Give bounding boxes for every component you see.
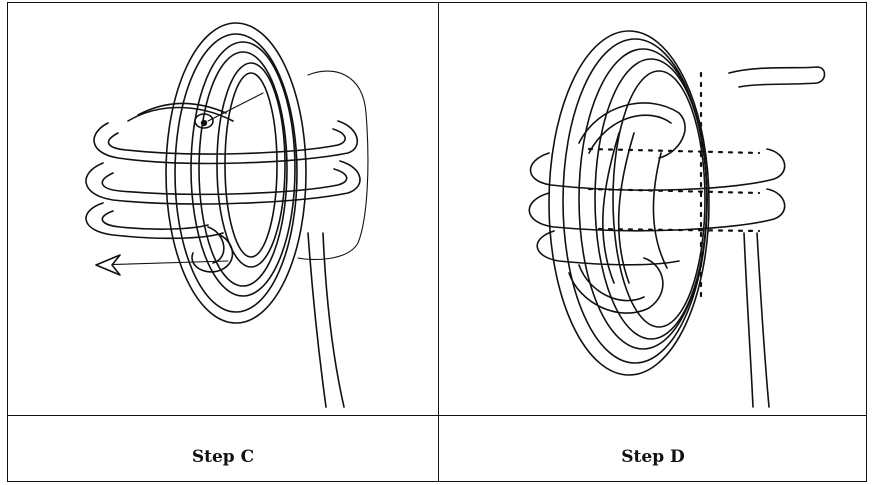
- step-d-caption: Step D: [621, 447, 685, 467]
- step-c-caption: Step C: [191, 447, 255, 467]
- step-c-panel: Step C: [8, 3, 438, 481]
- knot-steps-figure: Step C: [7, 2, 867, 482]
- step-d-panel: Step D: [438, 3, 867, 481]
- knot-step-d-illustration: [528, 30, 826, 408]
- caption-divider: [8, 415, 438, 416]
- caption-divider: [439, 415, 867, 416]
- knot-step-c-illustration: [85, 22, 369, 408]
